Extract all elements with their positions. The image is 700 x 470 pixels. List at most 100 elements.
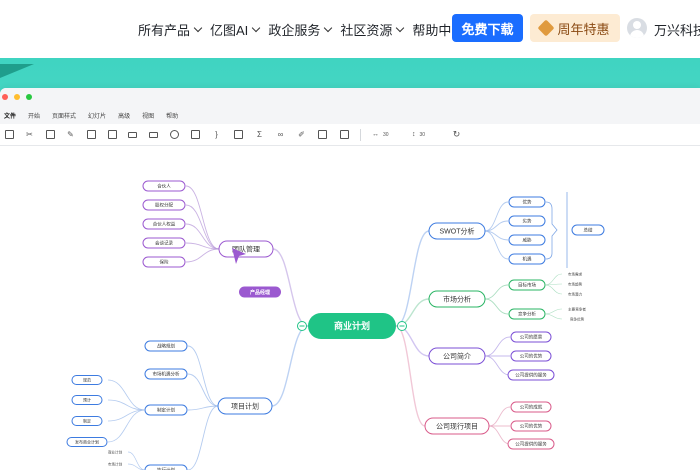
mindmap-subtopic[interactable]	[142, 180, 186, 192]
mindmap-subtopic[interactable]	[144, 368, 188, 380]
avatar[interactable]	[627, 18, 647, 38]
mindmap-subtopic[interactable]	[507, 438, 555, 450]
mindmap-subtopic[interactable]	[142, 237, 186, 249]
mindmap-topic-intro[interactable]	[428, 347, 486, 365]
mindmap-subtopic[interactable]	[510, 420, 552, 432]
connector-line	[484, 230, 509, 260]
menu-view[interactable]: 视图	[142, 113, 155, 120]
mindmap-leaf[interactable]	[71, 416, 103, 426]
mindmap-subtopic-label: 竞争分析	[518, 311, 536, 318]
maximize-window-icon[interactable]	[26, 94, 32, 100]
table-icon[interactable]	[340, 130, 349, 139]
mindmap-subtopic-label: 战略规划	[157, 343, 175, 350]
close-window-icon[interactable]	[2, 94, 8, 100]
format-painter-icon[interactable]: ✎	[67, 130, 74, 139]
mindmap-topic-plan[interactable]	[217, 397, 273, 415]
mindmap-subtopic-label: 保险	[160, 259, 169, 266]
nav-community[interactable]: 社区资源	[340, 20, 405, 39]
width-value[interactable]: 30	[383, 132, 389, 138]
anniversary-promo-button[interactable]: 周年特惠	[530, 14, 620, 42]
menu-help[interactable]: 帮助	[166, 113, 179, 120]
menu-page-style[interactable]: 页面样式	[52, 113, 77, 120]
menu-start[interactable]: 开始	[28, 113, 41, 120]
connector-line	[107, 409, 146, 422]
mindmap-subtopic[interactable]	[507, 369, 555, 381]
mindmap-central-topic-label: 商业计划	[334, 320, 370, 331]
link-icon[interactable]: ∞	[277, 130, 284, 139]
mindmap-topic-market[interactable]	[428, 290, 486, 308]
floating-topic-icon[interactable]	[128, 132, 137, 138]
mindmap-summary[interactable]	[571, 224, 605, 236]
nav-edraw-ai[interactable]: 亿图AI	[210, 20, 261, 39]
mindmap-subtopic[interactable]	[142, 199, 186, 211]
nav-all-products[interactable]: 所有产品	[138, 20, 203, 39]
mindmap-subtopic[interactable]	[510, 331, 552, 343]
insert-topic-icon[interactable]	[87, 130, 96, 139]
chevron-down-icon	[252, 23, 261, 32]
mindmap-subtopic-label: 机遇	[523, 256, 532, 263]
mindmap-subtopic[interactable]	[142, 256, 186, 268]
mindmap-subtopic[interactable]	[144, 340, 188, 352]
formula-icon[interactable]: Σ	[257, 130, 262, 139]
width-setting[interactable]: ↔ 30	[372, 130, 389, 140]
refresh-icon[interactable]: ↻	[452, 129, 461, 139]
mindmap-subtopic[interactable]	[144, 464, 188, 470]
chevron-down-icon	[193, 23, 203, 32]
width-icon: ↔	[372, 131, 379, 138]
callout-icon[interactable]	[149, 132, 158, 138]
mindmap-subtopic[interactable]	[508, 253, 546, 265]
minimize-window-icon[interactable]	[14, 94, 20, 100]
mindmap-leaf-text: 市场计划	[108, 462, 123, 467]
mindmap-central-topic[interactable]	[308, 313, 396, 339]
mindmap-topic-current[interactable]	[424, 417, 490, 435]
chevron-down-icon	[324, 23, 333, 32]
connector-line	[544, 313, 563, 320]
pen-icon[interactable]: ✐	[298, 130, 305, 139]
height-setting[interactable]: ↕ 30	[412, 130, 425, 140]
mindmap-leaf[interactable]	[71, 375, 103, 385]
nav-enterprise[interactable]: 政企服务	[268, 20, 333, 39]
mindmap-topic-plan-label: 项目计划	[231, 402, 259, 411]
comment-icon[interactable]	[318, 130, 327, 139]
summary-icon[interactable]: }	[215, 130, 218, 139]
menu-file[interactable]: 文件	[4, 113, 17, 120]
save-icon[interactable]	[5, 130, 14, 139]
promo-label: 周年特惠	[557, 21, 610, 37]
mindmap-subtopic-label: 合伙人权益	[153, 221, 176, 228]
mindmap-leaf-label: 规范	[83, 376, 91, 382]
relationship-icon[interactable]	[170, 130, 179, 139]
mindmap-topic-team[interactable]	[218, 240, 274, 258]
mindmap-canvas[interactable]: 合伙人股权分配合伙人权益会谈记录保险团队管理产品经理战略规划市场机遇分析制定计划…	[0, 146, 700, 470]
mindmap-leaf-label: 发布商业计划	[75, 438, 99, 444]
floating-label[interactable]	[239, 286, 281, 298]
connector-line	[484, 336, 511, 357]
mindmap-leaf[interactable]	[71, 395, 103, 405]
mindmap-subtopic[interactable]	[508, 234, 546, 246]
mindmap-subtopic[interactable]	[510, 350, 552, 362]
connector-line	[395, 325, 426, 427]
image-icon[interactable]	[234, 130, 243, 139]
mindmap-topic-team-label: 团队管理	[232, 245, 260, 254]
cut-icon[interactable]: ✂	[26, 130, 33, 139]
mindmap-subtopic[interactable]	[508, 196, 546, 208]
gem-icon	[537, 19, 555, 37]
connector-line	[544, 273, 563, 286]
mindmap-leaf-label: 制定	[83, 417, 91, 423]
insert-subtopic-icon[interactable]	[108, 130, 117, 139]
floating-label-label: 产品经理	[250, 289, 270, 296]
menu-slides[interactable]: 幻灯片	[88, 113, 107, 120]
mindmap-topic-swot[interactable]	[428, 222, 486, 240]
height-value[interactable]: 30	[419, 132, 426, 138]
mindmap-subtopic-label: 威胁	[523, 237, 532, 244]
mindmap-subtopic[interactable]	[510, 401, 552, 413]
tag-icon[interactable]	[191, 130, 200, 139]
mindmap-subtopic[interactable]	[142, 218, 186, 230]
copy-icon[interactable]	[46, 130, 55, 139]
cursor-arrow-icon	[232, 248, 246, 264]
mindmap-subtopic[interactable]	[508, 215, 546, 227]
menu-advanced[interactable]: 高级	[118, 113, 131, 120]
mindmap-leaf[interactable]	[66, 437, 108, 447]
nav-help-center[interactable]: 帮助中心	[412, 20, 477, 39]
free-download-button[interactable]: 免费下载	[452, 14, 523, 42]
window-titlebar	[0, 88, 700, 106]
